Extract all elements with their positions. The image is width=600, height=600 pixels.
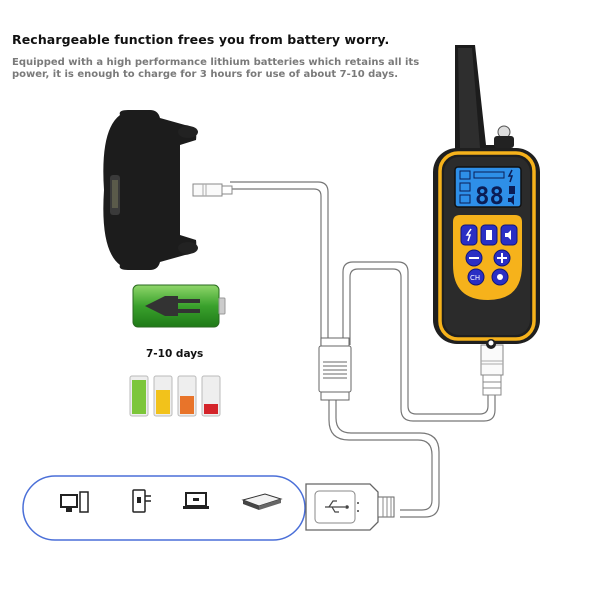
- desktop-computer-icon: [60, 491, 89, 513]
- cable-remote-to-splitter: [342, 261, 496, 422]
- charging-sources-group: [22, 475, 306, 541]
- battery-high-icon: [153, 375, 173, 417]
- remote-transmitter: 88 CH: [433, 45, 540, 349]
- channel-button[interactable]: [467, 268, 485, 286]
- collar-receiver: [103, 110, 233, 270]
- battery-medium-icon: [177, 375, 197, 417]
- remote-charging-plug: [480, 344, 504, 396]
- cable-collar-to-usb: [230, 181, 440, 518]
- usb-symbol-icon: [325, 500, 345, 513]
- charging-battery-icon: [132, 284, 226, 328]
- battery-full-icon: [129, 375, 149, 417]
- headline: Rechargeable function frees you from bat…: [12, 32, 390, 47]
- battery-duration-label: 7-10 days: [146, 348, 204, 360]
- cable-splitter-connector: [318, 337, 352, 401]
- usb-plug: [305, 483, 395, 531]
- battery-low-icon: [201, 375, 221, 417]
- power-bank-icon: [241, 493, 283, 510]
- battery-level-icons: [129, 375, 221, 417]
- wall-charger-icon: [132, 489, 151, 513]
- laptop-icon: [183, 492, 209, 509]
- lcd-digits: 88: [475, 182, 504, 210]
- lcd-screen: 88: [454, 166, 522, 210]
- description-text: Equipped with a high performance lithium…: [12, 57, 420, 80]
- svg-text:CH: CH: [470, 274, 480, 282]
